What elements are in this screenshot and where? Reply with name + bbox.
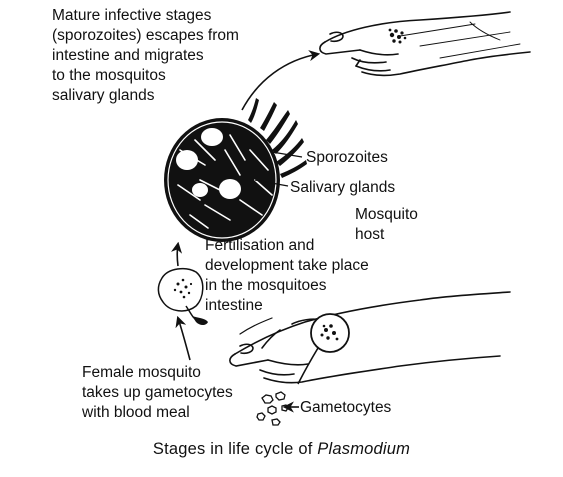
magnified-blood-cell-icon [297, 313, 350, 385]
sporozoites-emerging-illustration [248, 98, 307, 178]
caption-prefix: Stages in life cycle of [152, 440, 318, 458]
arrow-cell-to-gland [171, 241, 183, 267]
human-hand-top-illustration [319, 11, 531, 77]
label-salivary-glands: Salivary glands [290, 179, 396, 196]
cycle-arrows [171, 50, 321, 413]
gametocytes-cluster-illustration [256, 391, 289, 426]
label-pointer-lines [254, 151, 303, 187]
arrow-gland-to-hand [241, 50, 321, 111]
parasite-cluster-top-icon [388, 28, 407, 44]
label-sporozoites: Sporozoites [306, 149, 388, 166]
label-mature-infective-stages: Mature infective stages (sporozoites) es… [52, 7, 239, 104]
gametocyte-cell-illustration [157, 267, 208, 325]
arrow-meal-to-cell [175, 315, 191, 361]
salivary-gland-illustration [164, 118, 280, 242]
label-mosquito-host: Mosquito host [355, 206, 418, 243]
label-fertilisation: Fertilisation and development take place… [205, 237, 369, 314]
caption-italic: Plasmodium [317, 440, 411, 458]
human-hand-bottom-illustration [229, 291, 511, 384]
figure-caption: Stages in life cycle of Plasmodium [0, 440, 563, 459]
label-gametocytes: Gametocytes [300, 399, 392, 416]
label-female-mosquito: Female mosquito takes up gametocytes wit… [82, 364, 233, 421]
